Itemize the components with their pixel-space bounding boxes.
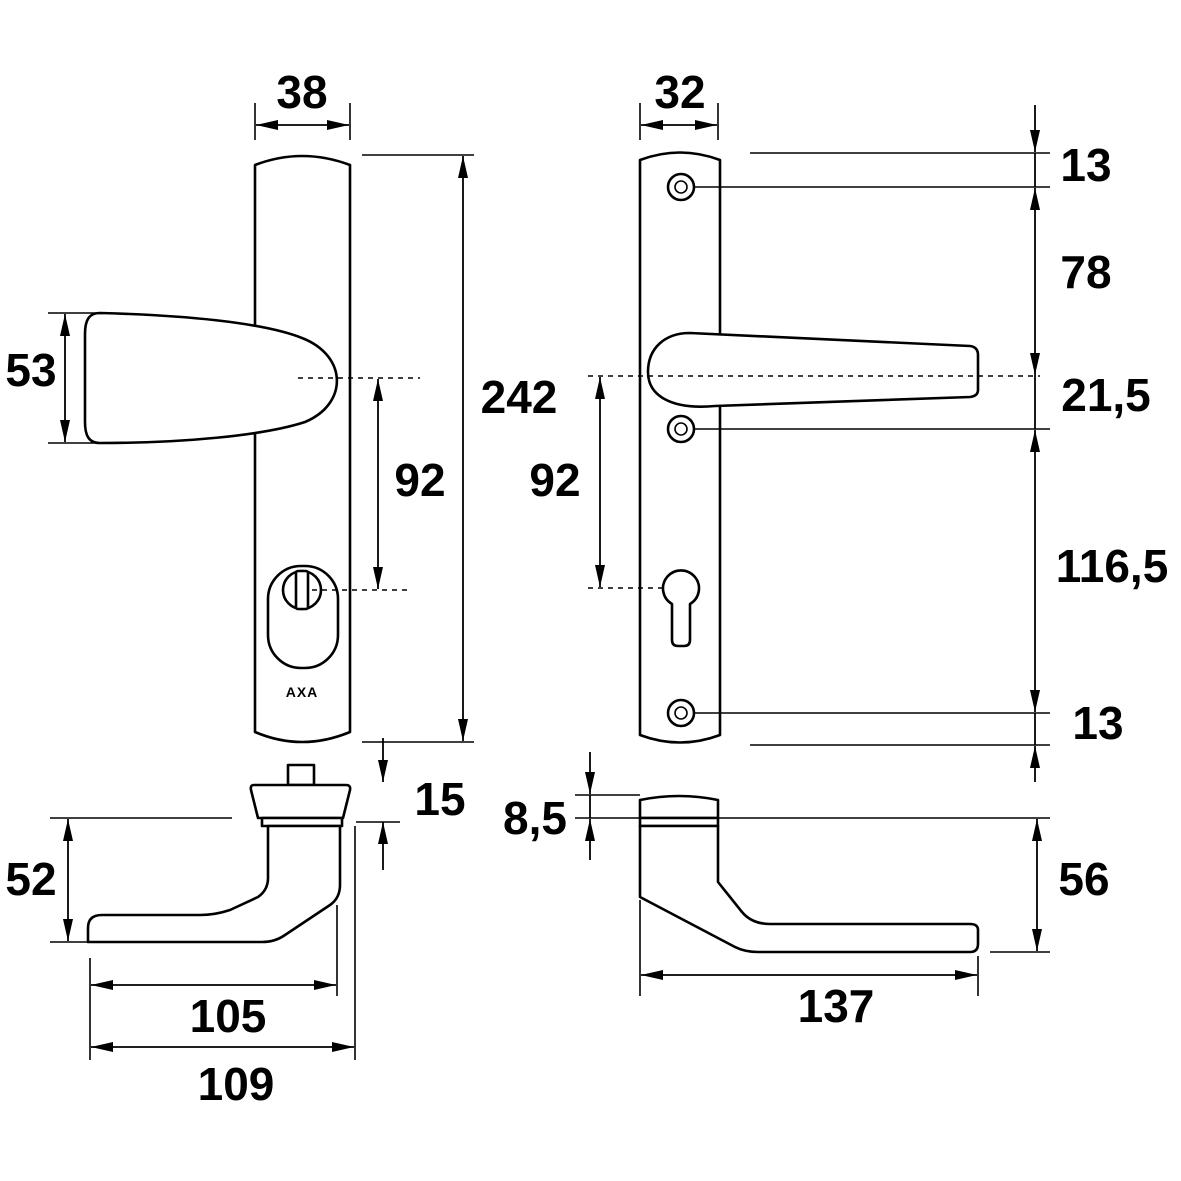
dim-label: 8,5 [503, 792, 567, 844]
lever-front [646, 331, 980, 408]
thumb-turn-bar [294, 569, 310, 611]
dim-label: 109 [198, 1058, 275, 1110]
dim-left-rosette-height: 15 [356, 738, 466, 870]
screw-outer [666, 172, 696, 202]
dim-knob-depth: 105 [89, 905, 338, 1060]
dim-lever-length: 137 [639, 900, 979, 1032]
dim-label: 13 [1060, 139, 1111, 191]
dim-knob-height: 53 [5, 312, 100, 444]
dim-label: 92 [529, 454, 580, 506]
dim-right-rosette-height: 8,5 [503, 752, 640, 860]
lever-plate-outline [638, 151, 722, 744]
dim-label: 137 [798, 980, 875, 1032]
screw-inner [674, 422, 688, 436]
dim-right-plate-width: 32 [639, 66, 719, 140]
screw-bottom [666, 698, 696, 728]
screw-outer [666, 698, 696, 728]
lever-side [638, 824, 980, 954]
lever-rosette [638, 794, 720, 820]
knob-side [86, 824, 342, 944]
dim-total-depth: 109 [91, 826, 356, 1110]
screw-top [666, 172, 696, 202]
dim-right-spindle-to-cylinder: 92 [529, 375, 1040, 589]
dim-label: 38 [276, 66, 327, 118]
brand-logo: AXA [286, 684, 319, 700]
dim-label: 56 [1058, 853, 1109, 905]
dim-left-plate-width: 38 [254, 66, 351, 140]
dim-label: 242 [481, 371, 558, 423]
dim-label: 13 [1072, 697, 1123, 749]
cylinder-keyhole [661, 569, 701, 648]
dim-label: 105 [190, 990, 267, 1042]
screw-inner [674, 180, 688, 194]
dim-label: 53 [5, 344, 56, 396]
screw-middle [666, 414, 696, 444]
dim-label: 52 [5, 853, 56, 905]
dim-label: 32 [654, 66, 705, 118]
dim-left-spindle-to-cylinder: 92 [298, 377, 446, 591]
screw-inner [674, 706, 688, 720]
lever-side-view [638, 794, 980, 954]
knob-rosette [249, 783, 352, 820]
knob-side-view [86, 763, 352, 944]
dim-label: 92 [394, 454, 445, 506]
knob-front [83, 311, 339, 445]
dim-right-hole-chain: 13 78 21,5 116,5 13 [694, 105, 1168, 782]
spindle-tab [286, 763, 316, 787]
dim-lever-projection: 56 [575, 817, 1110, 953]
cylinder-escutcheon [266, 564, 340, 670]
dim-knob-projection: 52 [5, 817, 232, 943]
dim-label: 78 [1060, 246, 1111, 298]
dim-label: 15 [414, 773, 465, 825]
screw-outer [666, 414, 696, 444]
knob-plate-front-view: AXA [83, 154, 352, 744]
dim-left-plate-height: 242 [362, 154, 558, 743]
lever-plate-front-view [638, 151, 980, 744]
dim-label: 21,5 [1061, 369, 1151, 421]
dim-label: 116,5 [1056, 540, 1169, 592]
